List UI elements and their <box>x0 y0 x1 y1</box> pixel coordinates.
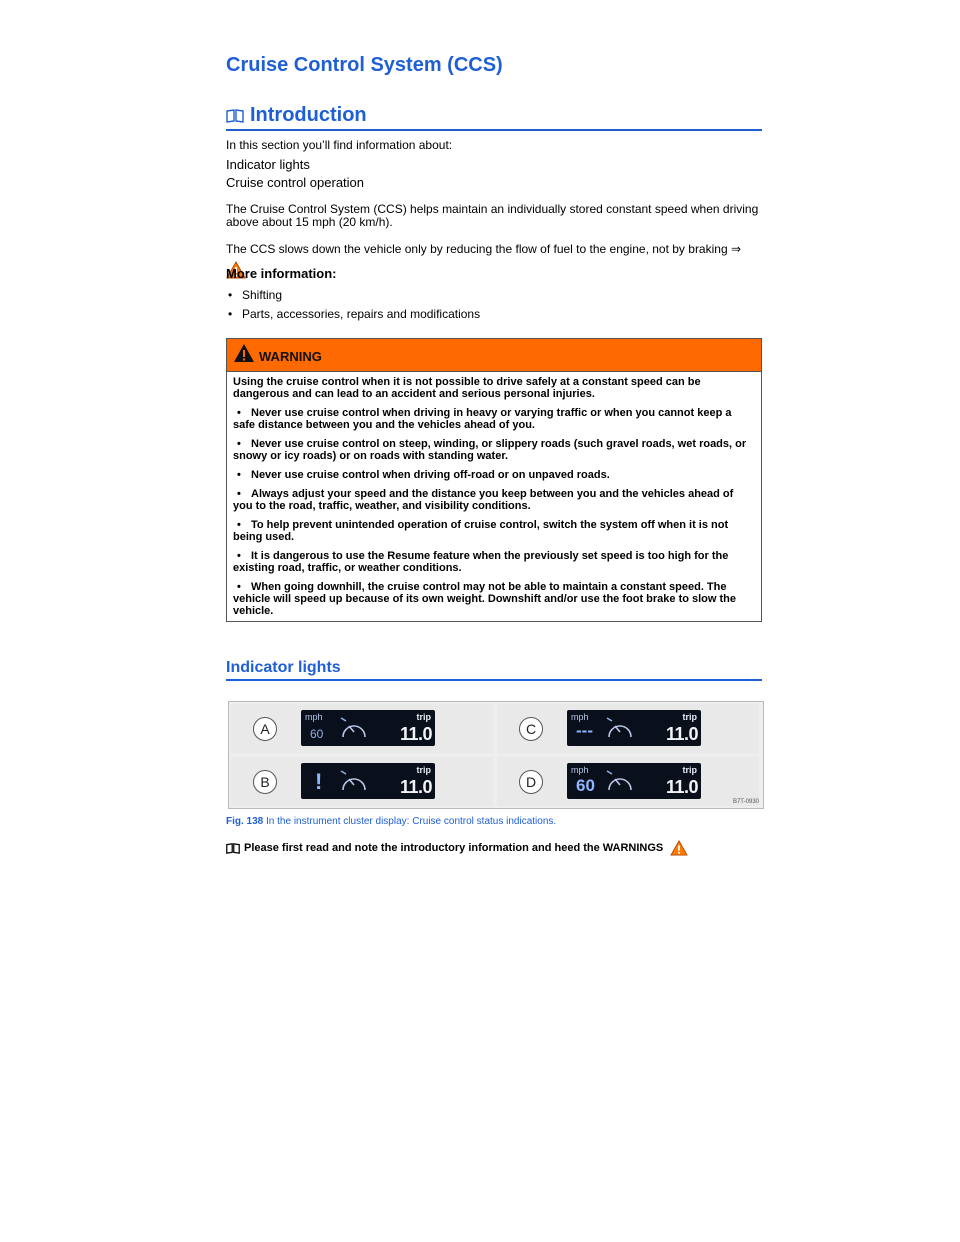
trip-label: trip <box>416 765 432 775</box>
topic-link[interactable]: Cruise control operation <box>226 175 365 190</box>
warning-item-text: Never use cruise control when driving in… <box>233 407 732 431</box>
intro-heading: Introduction <box>226 104 762 131</box>
lcd-display: ! trip 11.0 <box>301 763 435 799</box>
more-info-link[interactable]: Parts, accessories, repairs and modifica… <box>226 308 480 322</box>
warning-item-text: Never use cruise control when driving of… <box>251 469 610 481</box>
figure-caption: Fig. 138 In the instrument cluster displ… <box>226 816 556 827</box>
lcd-display: mph 60 trip 11.0 <box>301 710 435 746</box>
warning-item-text: It is dangerous to use the Resume featur… <box>233 550 729 574</box>
trip-value: 11.0 <box>665 724 699 744</box>
topic-link[interactable]: Indicator lights <box>226 157 310 172</box>
set-speed: 60 <box>576 776 595 795</box>
indicator-heading: Indicator lights <box>226 659 762 682</box>
warning-triangle-icon[interactable] <box>226 260 246 279</box>
panel-d: D mph 60 trip 11.0 <box>497 757 759 806</box>
warning-header: WARNING <box>227 339 761 372</box>
trip-value: 11.0 <box>399 724 433 744</box>
intro-paragraph-2-text: The CCS slows down the vehicle only by r… <box>226 242 742 256</box>
read-first-note-text: Please first read and note the introduct… <box>244 841 664 854</box>
speedometer-icon <box>340 717 366 738</box>
warning-triangle-icon[interactable] <box>670 840 689 856</box>
warning-item-text: When going downhill, the cruise control … <box>233 581 737 617</box>
read-first-note: Please first read and note the introduct… <box>226 840 689 856</box>
panel-a: A mph 60 trip 11.0 <box>231 704 493 753</box>
more-info-list: Shifting Parts, accessories, repairs and… <box>226 289 480 327</box>
book-icon <box>226 108 244 123</box>
panel-c: C mph --- trip 11.0 <box>497 704 759 753</box>
warning-item: •To help prevent unintended operation of… <box>233 519 729 543</box>
book-icon <box>226 842 240 854</box>
panel-b: B ! trip 11.0 <box>231 757 493 806</box>
set-speed: 60 <box>310 727 324 741</box>
speedometer-icon <box>606 717 632 738</box>
trip-label: trip <box>682 712 698 722</box>
figure-caption-label: Fig. 138 <box>226 816 264 827</box>
cluster-display-figure: A mph 60 trip 11.0 C mph --- <box>228 701 764 809</box>
warning-triangle-icon <box>234 344 254 362</box>
intro-heading-text: Introduction <box>250 104 367 126</box>
warning-item: •Never use cruise control on steep, wind… <box>233 438 747 462</box>
warning-item: •Always adjust your speed and the distan… <box>233 488 734 512</box>
panel-letter: B <box>253 770 277 794</box>
warning-box: WARNING Using the cruise control when it… <box>226 338 762 622</box>
warning-label: WARNING <box>259 349 322 364</box>
figure-code: B7T-0930 <box>732 799 759 805</box>
intro-paragraph: The Cruise Control System (CCS) helps ma… <box>226 202 759 229</box>
trip-label: trip <box>416 712 432 722</box>
lcd-display: mph 60 trip 11.0 <box>567 763 701 799</box>
warning-item: •It is dangerous to use the Resume featu… <box>233 550 729 574</box>
trip-value: 11.0 <box>399 777 433 797</box>
indicator-heading-text: Indicator lights <box>226 659 341 676</box>
warning-body: Using the cruise control when it is not … <box>227 372 761 617</box>
unit-label: mph <box>571 712 589 722</box>
intro-paragraph-2: The CCS slows down the vehicle only by r… <box>226 239 762 279</box>
warning-item: •When going downhill, the cruise control… <box>233 581 737 617</box>
panel-letter: A <box>253 717 277 741</box>
speedometer-icon <box>340 770 366 791</box>
panel-letter: D <box>519 770 543 794</box>
unit-label: mph <box>305 712 323 722</box>
trip-label: trip <box>682 765 698 775</box>
more-info-label: More information: <box>226 266 337 281</box>
intro-lead: In this section you’ll find information … <box>226 138 453 152</box>
unit-label: mph <box>571 765 589 775</box>
trip-value: 11.0 <box>665 777 699 797</box>
lcd-display: mph --- trip 11.0 <box>567 710 701 746</box>
set-speed: --- <box>576 721 593 740</box>
page-title: Cruise Control System (CCS) <box>226 54 503 76</box>
warning-item-text: Never use cruise control on steep, windi… <box>233 438 747 462</box>
set-speed: ! <box>315 769 323 794</box>
intro-paragraph-2-end: . <box>246 262 250 276</box>
panel-letter: C <box>519 717 543 741</box>
warning-item-text: Always adjust your speed and the distanc… <box>233 488 734 512</box>
speedometer-icon <box>606 770 632 791</box>
warning-item-text: To help prevent unintended operation of … <box>233 519 729 543</box>
warning-item: •Never use cruise control when driving i… <box>233 407 732 431</box>
warning-item: •Never use cruise control when driving o… <box>237 469 610 481</box>
figure-caption-text: In the instrument cluster display: Cruis… <box>266 816 557 827</box>
more-info-link[interactable]: Shifting <box>226 289 480 303</box>
warning-lead: Using the cruise control when it is not … <box>233 376 701 400</box>
